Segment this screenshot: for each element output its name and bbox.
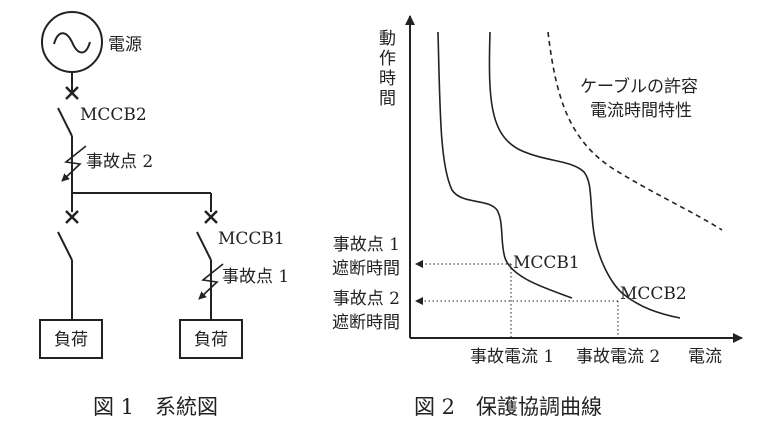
fault1-time-label-1: 事故点 1 xyxy=(333,235,400,255)
fault1-time-label-2: 遮断時間 xyxy=(332,259,400,279)
y-axis-label-char-2: 作 xyxy=(379,49,396,69)
mccb1-curve-label: MCCB1 xyxy=(513,253,580,273)
ac-wave-icon xyxy=(53,32,91,54)
mccb2-x-mark xyxy=(65,86,79,100)
power-source-label: 電源 xyxy=(108,35,142,55)
guide-lines xyxy=(415,260,619,338)
mccb2-label: MCCB2 xyxy=(80,105,147,125)
mccb2-curve-label: MCCB2 xyxy=(620,284,687,304)
y-axis-label-char-4: 間 xyxy=(379,89,396,109)
x-label-fault1: 事故電流 1 xyxy=(470,347,554,367)
cable-label-line1: ケーブルの許容 xyxy=(580,76,698,97)
coordination-chart xyxy=(405,15,743,343)
cable-allowable-curve xyxy=(547,31,723,231)
mccb1-x-mark xyxy=(204,210,218,224)
fault1-lightning-icon xyxy=(198,263,224,300)
mccb2-curve xyxy=(488,31,681,319)
figure2-caption: 図 2 保護協調曲線 xyxy=(414,395,602,419)
left-switch-blade xyxy=(57,231,73,261)
mccb1-curve xyxy=(437,31,573,299)
y-axis-label-char-3: 時 xyxy=(379,69,396,89)
left-breaker-x-mark xyxy=(65,210,79,224)
load-box-left xyxy=(39,319,103,359)
cable-label-line2: 電流時間特性 xyxy=(590,101,692,121)
fault2-lightning-icon xyxy=(61,145,87,182)
x-label-fault2: 事故電流 2 xyxy=(576,347,660,367)
x-axis-label: 電流 xyxy=(688,347,722,367)
mccb1-switch-blade xyxy=(196,231,212,261)
fault2-label: 事故点 2 xyxy=(86,152,153,172)
load-label-left: 負荷 xyxy=(54,330,88,350)
mccb1-label: MCCB1 xyxy=(218,229,285,249)
fault1-label: 事故点 1 xyxy=(222,267,289,287)
figure1-caption: 図 1 系統図 xyxy=(93,395,218,419)
system-diagram xyxy=(39,11,243,359)
load-label-right: 負荷 xyxy=(194,330,228,350)
fault2-time-label-2: 遮断時間 xyxy=(332,313,400,333)
mccb2-switch-blade xyxy=(57,107,73,137)
fault2-time-label-1: 事故点 2 xyxy=(333,289,400,309)
load-box-right xyxy=(179,319,243,359)
y-axis-label-char-1: 動 xyxy=(379,29,396,49)
